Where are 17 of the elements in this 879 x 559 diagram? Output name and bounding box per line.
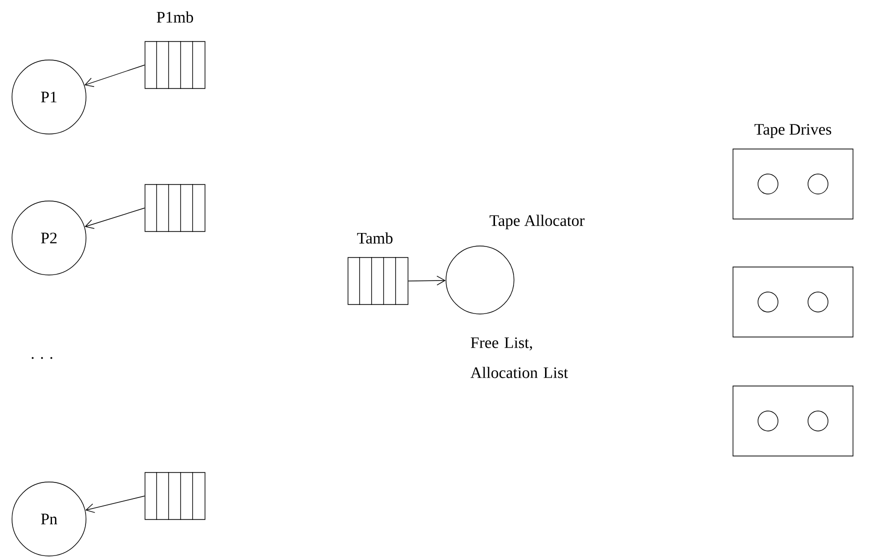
mailbox-queue: P1mb xyxy=(144,11,206,90)
tape-drive-box xyxy=(732,266,854,338)
ellipsis: . . . xyxy=(32,357,52,359)
tape-drive-box: Tape Drives xyxy=(732,124,854,220)
arrow xyxy=(84,64,145,87)
arrow xyxy=(85,496,145,513)
arrow xyxy=(408,276,446,286)
node-label: P1mb xyxy=(156,11,194,23)
tape-drive-box xyxy=(732,386,854,456)
mailbox-queue xyxy=(144,184,206,232)
node-label: Tape Drives xyxy=(754,124,832,138)
mailbox-queue: Tamb xyxy=(348,232,408,306)
arrow xyxy=(84,208,145,229)
node-label: Free List, Allocation List xyxy=(470,337,568,378)
node-label: Tamb xyxy=(357,232,393,244)
node-label: Tape Allocator xyxy=(490,214,585,230)
mailbox-queue xyxy=(144,472,206,520)
